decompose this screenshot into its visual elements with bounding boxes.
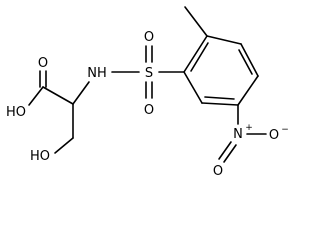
- nitro-group: N + O O −: [213, 104, 289, 179]
- nitro-double-bond-b: [223, 144, 237, 163]
- ring-bond-1: [206, 35, 242, 45]
- ring-bond-4: [201, 102, 239, 106]
- ring-double-bond-inner-3: [190, 42, 209, 72]
- carbonyl-oxygen-label: O: [38, 56, 48, 71]
- sulfur-label: S: [145, 66, 153, 81]
- nh-alpha-carbon-bond: [72, 81, 90, 105]
- nitro-nitrogen-label: N: [233, 127, 243, 142]
- amine-nh-label: NH: [87, 66, 107, 81]
- carboxyl-oh-bond: [28, 86, 44, 106]
- nitro-nitrogen-charge: +: [245, 123, 253, 133]
- nitro-oxygen-double-label: O: [213, 164, 223, 179]
- structure-canvas: S O O NH O HO HO N + O O −: [6, 6, 289, 179]
- chemical-structure-diagram: S O O NH O HO HO N + O O −: [6, 6, 289, 179]
- ring-double-bond-inner-1: [238, 49, 253, 75]
- nitro-oxygen-charge: −: [281, 125, 289, 135]
- serine-backbone: O HO HO: [6, 56, 74, 164]
- ring-double-bond-inner-2: [204, 96, 235, 100]
- alpha-carbonyl-carbon-bond: [42, 86, 74, 105]
- sulfonyl-oxygen-top-label: O: [144, 30, 154, 45]
- benzene-ring: [183, 35, 259, 106]
- nitro-oxygen-single-label: O: [269, 128, 279, 143]
- sulfonyl-oxygen-bottom-label: O: [144, 103, 154, 118]
- sulfonyl-group: S O O: [111, 30, 185, 118]
- ring-bond-5: [183, 71, 203, 104]
- nitro-double-bond-a: [218, 141, 232, 160]
- methyl-bond: [184, 6, 208, 37]
- ring-bond-3: [237, 75, 259, 106]
- side-chain-hydroxyl-label: HO: [30, 149, 50, 164]
- ring-bond-2: [240, 43, 259, 77]
- ring-bond-6: [183, 35, 208, 73]
- carboxyl-hydroxyl-label: HO: [6, 105, 26, 120]
- ch2-oh-bond: [54, 137, 74, 154]
